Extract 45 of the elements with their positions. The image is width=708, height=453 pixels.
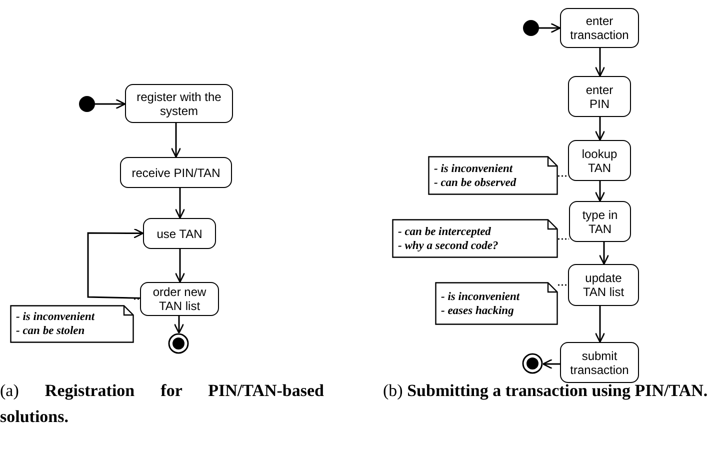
- note-text: - can be stolen: [16, 324, 86, 338]
- note-connector: [558, 284, 568, 286]
- note-text: - is inconvenient: [441, 290, 521, 304]
- note: [428, 156, 558, 195]
- action-box: lookup TAN: [568, 140, 631, 181]
- note-text: - eases hacking: [441, 304, 515, 318]
- note-text: - is inconvenient: [434, 162, 514, 176]
- arrow: [542, 358, 560, 370]
- action-box: order new TAN list: [140, 282, 219, 316]
- action-box: enter transaction: [560, 8, 639, 48]
- action-box: submit transaction: [560, 342, 639, 383]
- note: [435, 282, 558, 325]
- action-box: receive PIN/TAN: [120, 157, 232, 188]
- arrow: [594, 181, 606, 202]
- arrow: [594, 306, 606, 343]
- arrow: [95, 98, 126, 110]
- action-box: register with the system: [125, 84, 233, 123]
- note-connector: [558, 175, 568, 177]
- arrow: [174, 188, 186, 219]
- note: [392, 219, 558, 258]
- final-node: [168, 333, 189, 354]
- arrow: [174, 249, 186, 283]
- note-text: - can be observed: [434, 176, 518, 190]
- action-box: enter PIN: [568, 76, 631, 117]
- arrow: [594, 48, 606, 77]
- arrow: [598, 242, 610, 265]
- figure-caption: (a) Registration for PIN/TAN-based solutions.: [0, 380, 324, 428]
- note: [10, 305, 134, 343]
- arrow: [174, 316, 184, 334]
- initial-node: [523, 20, 539, 36]
- note-connector: [558, 238, 569, 240]
- action-box: use TAN: [143, 218, 216, 249]
- note-connector: [134, 298, 140, 300]
- final-node: [522, 353, 543, 374]
- figure-caption: (b) Submitting a transaction using PIN/TAN.: [383, 380, 708, 402]
- action-box: update TAN list: [568, 264, 639, 306]
- arrow: [594, 117, 606, 141]
- arrow: [170, 123, 182, 158]
- action-box: type in TAN: [569, 201, 631, 242]
- note-text: - can be intercepted: [398, 224, 492, 238]
- arrow: [539, 22, 561, 34]
- note-text: - why a second code?: [398, 238, 500, 252]
- initial-node: [79, 96, 95, 112]
- note-text: - is inconvenient: [16, 310, 96, 324]
- arrow: [87, 228, 144, 299]
